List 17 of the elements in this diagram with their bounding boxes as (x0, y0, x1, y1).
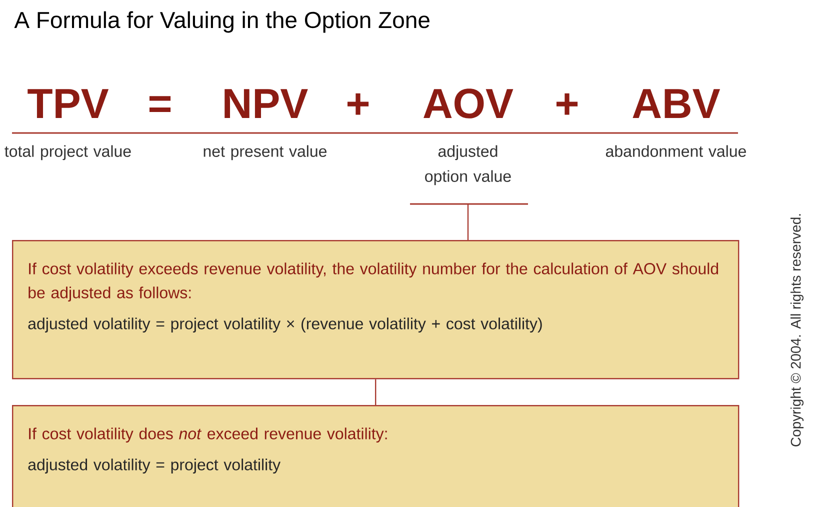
term-description: abandonment value (606, 145, 746, 157)
connector-line (467, 204, 469, 240)
condition-box: If cost volatility does not exceed revenue volatility: adjusted volatility = project volatility (12, 405, 740, 507)
equation-term: AOV (424, 88, 514, 118)
equation-term: ABV (632, 89, 720, 118)
equation-term: TPV (28, 89, 109, 118)
condition-box: If cost volatility exceeds revenue volatility, the volatility number for the calculation of AOV should be adjusted as follows: adjusted volatility = project volatility × (revenue volatility + cost volatility) (12, 240, 740, 380)
operator-sign: + (556, 93, 578, 115)
operator-sign: + (348, 93, 369, 115)
term-description: total project value (4, 145, 131, 160)
title: A Formula for Valuing in the Option Zone (14, 11, 430, 33)
operator-sign: = (149, 96, 171, 112)
copyright-note: Copyright © 2004. All rights reserved. (790, 214, 804, 446)
term-description: net present value (204, 145, 327, 160)
equation-term: NPV (224, 89, 308, 118)
term-description: adjusted option value (410, 145, 528, 205)
connector-line (375, 379, 376, 405)
